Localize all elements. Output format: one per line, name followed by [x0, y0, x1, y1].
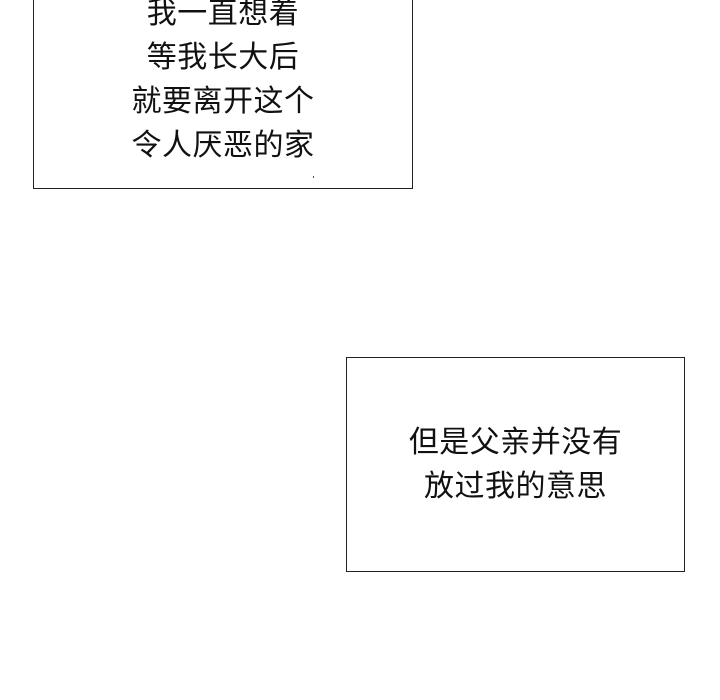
caption-line: 放过我的意思: [424, 468, 607, 504]
caption-line: 等我长大后: [146, 40, 300, 75]
caption-box-bottom: 但是父亲并没有 放过我的意思: [346, 357, 685, 572]
caption-box-top: 我一直想着 等我长大后 就要离开这个 令人厌恶的家: [33, 0, 413, 189]
caption-line: 令人厌恶的家: [131, 128, 315, 163]
caption-line: 就要离开这个: [131, 84, 315, 119]
caption-line: 但是父亲并没有: [408, 424, 623, 460]
ink-speck: [313, 176, 314, 178]
caption-line: 我一直想着: [146, 0, 300, 31]
